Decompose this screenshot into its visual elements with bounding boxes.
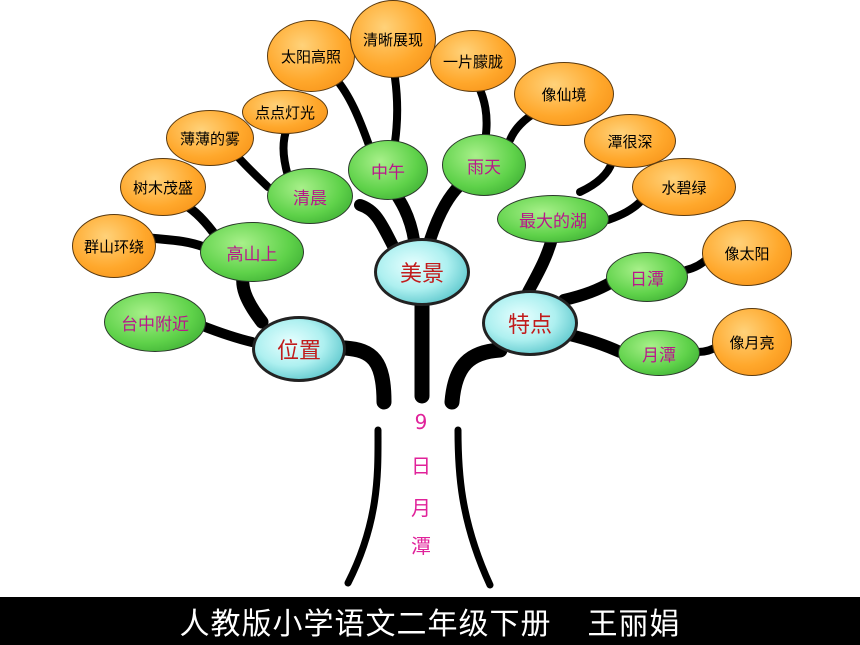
leaf-xiang-taiyang: 像太阳 — [702, 220, 792, 286]
trunk-left-outline — [344, 426, 382, 587]
trunk-right-outline — [454, 426, 494, 589]
leaf-yipian-menglong: 一片朦胧 — [430, 30, 516, 92]
twig-menglong — [474, 81, 491, 138]
twig-taiyang — [331, 74, 374, 152]
branch-taizhong — [195, 320, 257, 347]
limb-left — [337, 340, 392, 410]
leaf-shui-bilv: 水碧绿 — [632, 158, 736, 216]
leaf-tan-henshen: 潭很深 — [584, 114, 676, 168]
leaf-qingxi-zhanxian: 清晰展现 — [350, 0, 436, 78]
node-qingchen: 清晨 — [267, 168, 353, 224]
branch-yuetan — [564, 329, 626, 358]
node-yutian: 雨天 — [442, 134, 526, 196]
twig-qingxi — [391, 74, 402, 146]
twig-qunshan — [145, 233, 209, 252]
node-tedian: 特点 — [482, 290, 578, 356]
leaf-xiang-yueliang: 像月亮 — [712, 308, 792, 376]
node-yuetan: 月潭 — [618, 330, 700, 376]
leaf-taiyang-gaozhao: 太阳高照 — [267, 20, 355, 92]
node-meijing: 美景 — [374, 238, 470, 306]
trunk-char-2: 日 — [411, 454, 431, 478]
node-gaoshan-shang: 高山上 — [200, 222, 304, 282]
leaf-diandian-dengguang: 点点灯光 — [242, 90, 328, 134]
twig-henshen — [576, 158, 616, 196]
branch-zuida — [522, 229, 559, 298]
branch-yutian — [424, 179, 466, 246]
trunk-char-1: 9 — [414, 410, 428, 434]
trunk-char-3: 月 — [411, 496, 431, 520]
leaf-qunshan-huanrao: 群山环绕 — [72, 214, 156, 278]
limb-right — [444, 342, 508, 410]
leaf-baobao-de-wu: 薄薄的雾 — [166, 110, 254, 166]
footer-author: 王丽娟 — [587, 607, 681, 642]
footer-book-title: 人教版小学语文二年级下册 — [179, 607, 552, 642]
footer-banner: 人教版小学语文二年级下册 王丽娟 — [0, 597, 860, 645]
twig-bilv — [604, 198, 644, 224]
node-zhongwu: 中午 — [348, 140, 428, 200]
trunk-char-4: 潭 — [411, 534, 431, 558]
branch-qingchen — [354, 199, 401, 256]
branch-ritan — [558, 276, 618, 306]
leaf-shumu-maosheng: 树木茂盛 — [120, 158, 206, 216]
node-ritan: 日潭 — [606, 252, 688, 302]
node-taizhong-fujin: 台中附近 — [104, 292, 206, 352]
node-zuida-de-hu: 最大的湖 — [497, 195, 609, 243]
leaf-xiang-xianjing: 像仙境 — [514, 62, 614, 126]
node-weizhi: 位置 — [252, 316, 346, 382]
